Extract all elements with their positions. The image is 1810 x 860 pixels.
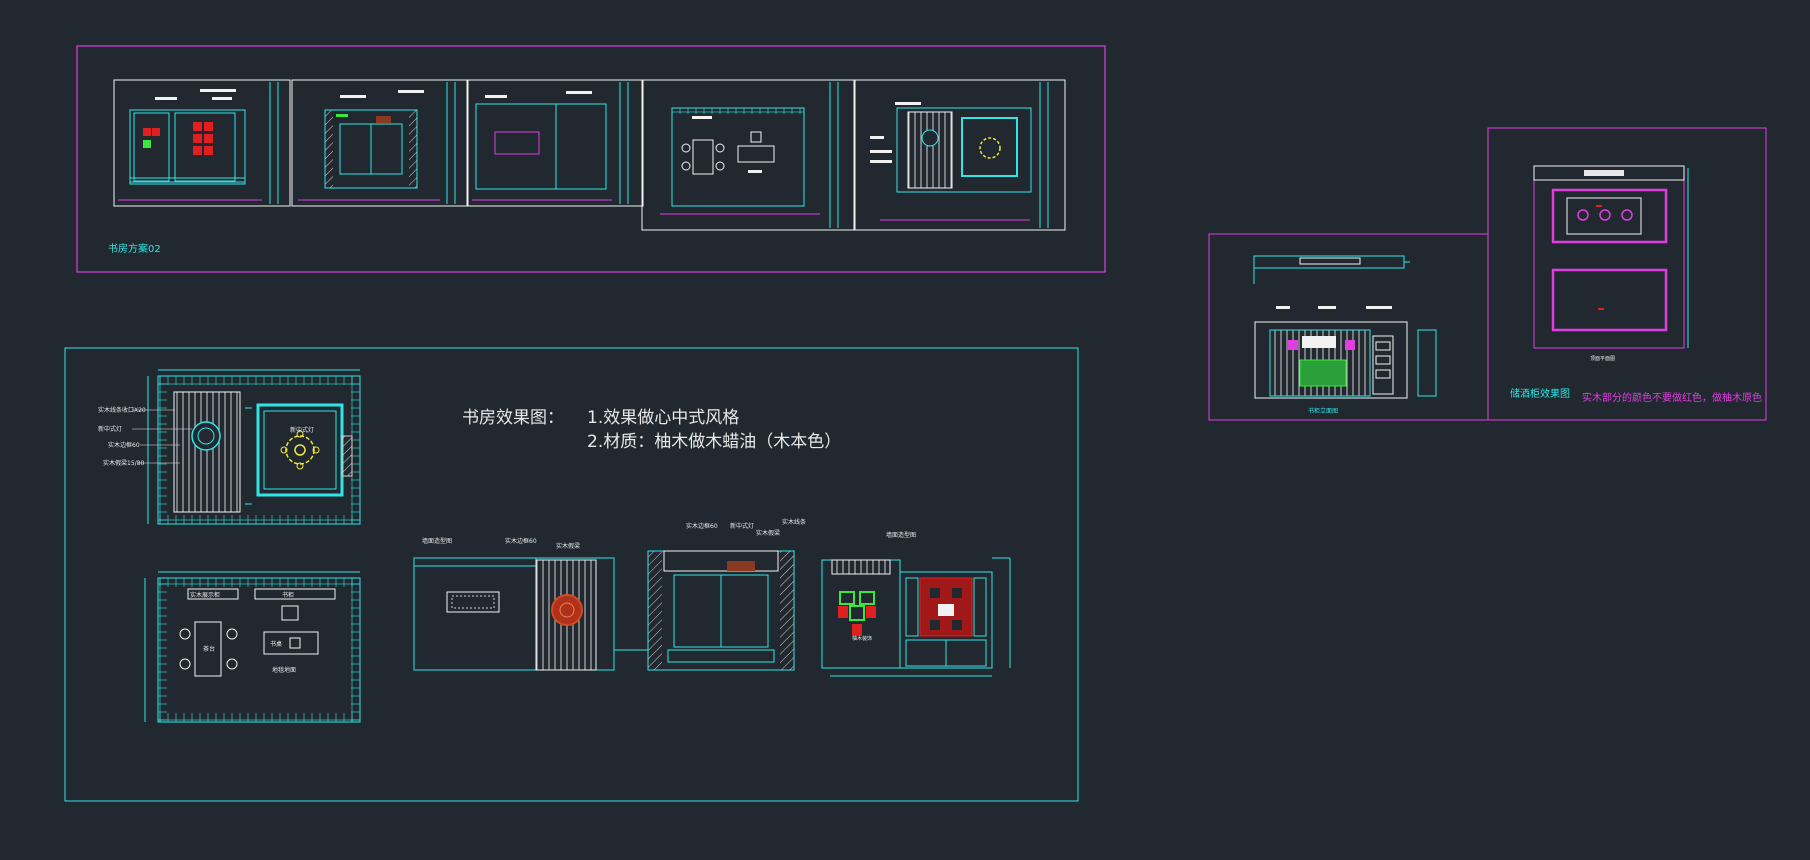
- cabinet-elevation-caption: 书柜立面图: [1308, 407, 1338, 415]
- sheet-2-elevation[interactable]: [291, 79, 469, 207]
- floor-desk-label: 书桌: [270, 640, 282, 648]
- elev-d-inner-label: 柚木装饰: [852, 635, 872, 642]
- floor-wall-label-1: 实木展示柜: [190, 591, 220, 599]
- main-note-2: 2.材质：柚木做木蜡油（木本色）: [587, 432, 841, 452]
- elevation-a[interactable]: 墙面造型图: [413, 537, 537, 671]
- elev-b-label-2: 实木假梁: [556, 542, 580, 550]
- floor-wall-label-2: 书柜: [282, 591, 294, 599]
- main-title: 书房效果图：: [462, 408, 564, 428]
- ceiling-label-2: 新中式灯: [98, 425, 122, 433]
- sheet-5-ceiling-plan[interactable]: [854, 79, 1066, 231]
- elev-a-label: 墙面造型图: [422, 537, 452, 545]
- floor-table-label: 茶台: [203, 645, 215, 653]
- floor-plan[interactable]: 实木展示柜 书柜 茶台 书桌 地毯地面: [144, 571, 361, 723]
- wine-cabinet-elevation[interactable]: 书柜立面图: [1253, 255, 1437, 415]
- main-note-1: 1.效果做心中式风格: [587, 408, 739, 428]
- top-drawing-frame[interactable]: 书房方案02: [76, 45, 1106, 273]
- ceiling-label-3: 实木边框60: [108, 441, 140, 449]
- right-drawing-frame[interactable]: 书柜立面图 顶面平面图 储酒柜效果图 实木部分的颜色不要做红色，做柚木原色: [1208, 127, 1767, 421]
- ceiling-plan[interactable]: 新中式灯 实木线条收口X20 新中式灯 实木边框60 实木假梁15/80: [98, 369, 361, 525]
- elev-c-label-1: 实木边框60: [686, 522, 718, 530]
- sheet-4-floor-plan[interactable]: [641, 79, 855, 231]
- ceiling-label-1: 实木线条收口X20: [98, 406, 146, 414]
- elev-c-label-3: 实木假梁: [756, 529, 780, 537]
- elev-b-label-1: 实木边框60: [505, 537, 537, 545]
- sheet-3-elevation[interactable]: [466, 79, 644, 207]
- right-frame-note: 实木部分的颜色不要做红色，做柚木原色: [1582, 391, 1762, 404]
- ceiling-lamp-label: 新中式灯: [290, 426, 314, 434]
- ceiling-label-4: 实木假梁15/80: [103, 459, 144, 467]
- floor-rug-label: 地毯地面: [272, 666, 296, 674]
- main-drawing-frame[interactable]: 书房效果图： 1.效果做心中式风格 2.材质：柚木做木蜡油（木本色） 新中: [64, 347, 1079, 802]
- elevation-c[interactable]: 实木边框60 新中式灯 实木假梁 实木线条: [647, 518, 806, 671]
- sheet-1-elevation[interactable]: [113, 79, 291, 207]
- elev-c-label-2: 新中式灯: [730, 522, 754, 530]
- elevation-d[interactable]: 柚木装饰 墙面造型图: [821, 531, 1011, 677]
- chinese-lamp-icon: [280, 430, 320, 470]
- top-frame-caption: 书房方案02: [108, 242, 161, 255]
- burner-icon: [1577, 209, 1633, 221]
- elevation-b[interactable]: 实木边框60 实木假梁: [505, 537, 615, 671]
- elev-c-label-4: 实木线条: [782, 518, 806, 526]
- wine-cabinet-plan[interactable]: 顶面平面图: [1533, 165, 1689, 362]
- carved-medallion-icon: [551, 594, 583, 626]
- cabinet-plan-caption: 顶面平面图: [1590, 356, 1615, 362]
- elev-d-label: 墙面造型图: [886, 531, 916, 539]
- right-frame-title: 储酒柜效果图: [1510, 387, 1570, 400]
